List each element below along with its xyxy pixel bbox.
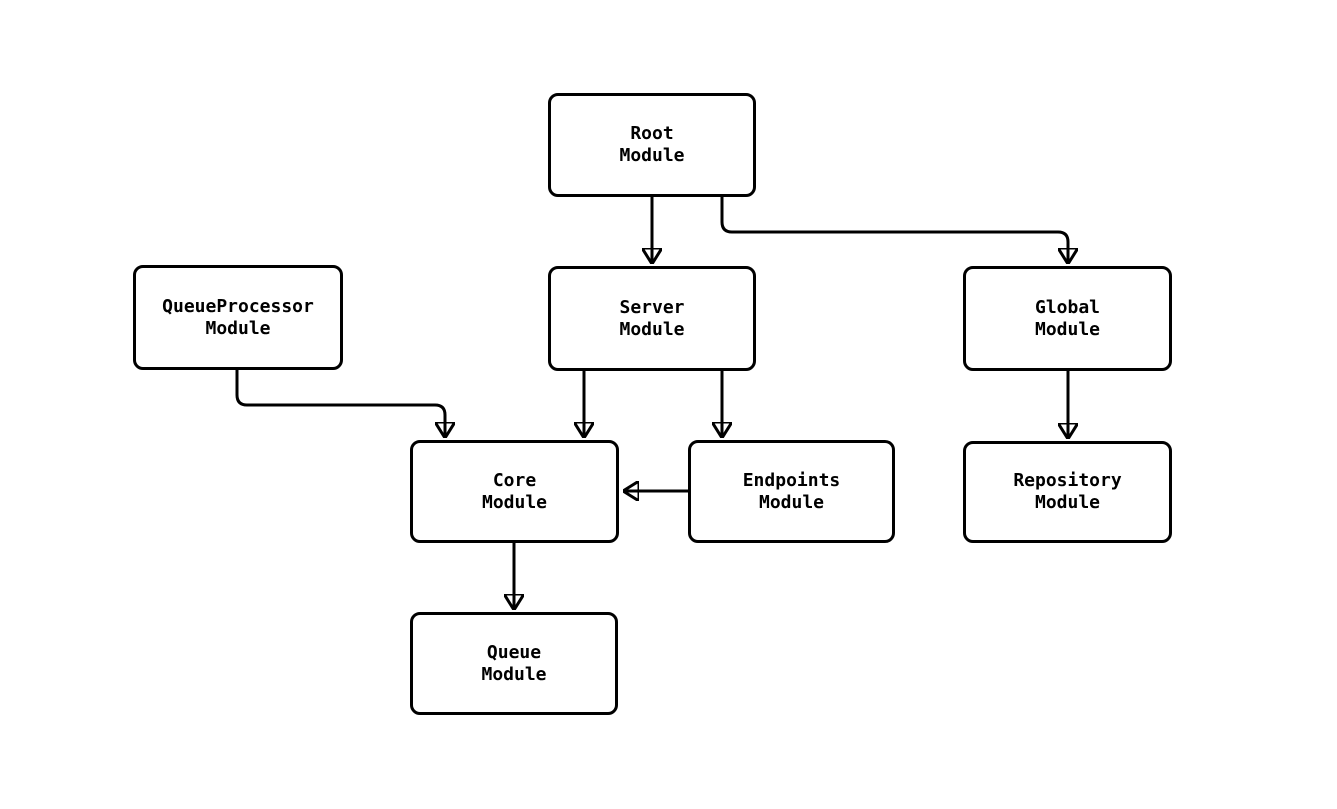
node-queueprocessor-label-line2: Module bbox=[205, 317, 271, 339]
node-server-label-line2: Module bbox=[619, 318, 685, 340]
node-repository-label-line1: Repository bbox=[1013, 470, 1122, 491]
node-core-label-line1: Core bbox=[492, 469, 537, 491]
node-root-label-line2: Module bbox=[619, 145, 685, 166]
node-global-label-line1: Global bbox=[1034, 296, 1101, 318]
node-server-module: Server Module bbox=[548, 266, 756, 371]
edge-root-to-global bbox=[720, 197, 1068, 262]
edge-queueprocessor-to-core bbox=[235, 370, 445, 436]
node-queue-module: Queue Module bbox=[410, 612, 618, 715]
node-root-module: Root Module bbox=[548, 93, 756, 197]
node-endpoints-label-line2: Module bbox=[758, 491, 825, 513]
node-core-module: Core Module bbox=[410, 440, 619, 543]
node-global-label-line2: Module bbox=[1034, 318, 1101, 340]
node-global-module: Global Module bbox=[963, 266, 1172, 371]
node-repository-module: Repository Module bbox=[963, 441, 1172, 543]
node-queueprocessor-module: QueueProcessor Module bbox=[133, 265, 343, 370]
node-queueprocessor-label-line1: QueueProcessor bbox=[162, 295, 314, 317]
node-repository-label-line2: Module bbox=[1034, 492, 1101, 513]
node-server-label-line1: Server bbox=[619, 296, 685, 318]
node-root-label-line1: Root bbox=[630, 123, 674, 144]
node-endpoints-label-line1: Endpoints bbox=[742, 469, 841, 491]
node-core-label-line2: Module bbox=[481, 491, 548, 513]
node-queue-label-line1: Queue bbox=[486, 641, 542, 663]
node-queue-label-line2: Module bbox=[481, 663, 547, 685]
node-endpoints-module: Endpoints Module bbox=[688, 440, 895, 543]
